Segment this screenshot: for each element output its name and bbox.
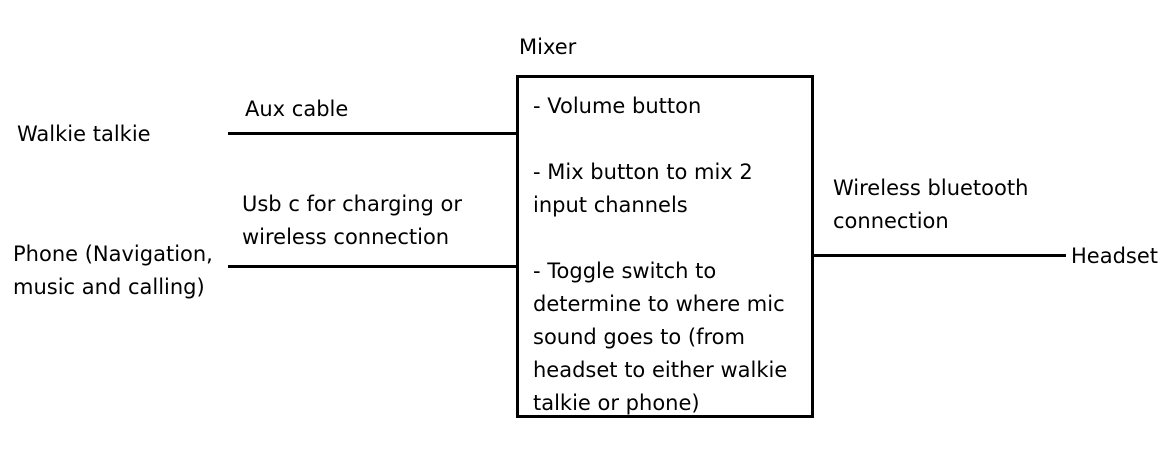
walkie-talkie-connector-line xyxy=(228,132,518,135)
headset-label: Headset xyxy=(1071,244,1159,268)
aux-cable-label: Aux cable xyxy=(245,97,349,121)
mixer-title: Mixer xyxy=(519,35,577,59)
phone-connector-line xyxy=(228,265,518,268)
phone-label-line2: music and calling) xyxy=(13,275,205,299)
feature-toggle-switch: - Toggle switch to determine to where mi… xyxy=(533,259,788,415)
feature-volume-button: - Volume button xyxy=(533,94,702,118)
feature-mix-button: - Mix button to mix 2 input channels xyxy=(533,160,753,217)
usb-c-label-line1: Usb c for charging or xyxy=(242,192,463,216)
mixer-box: - Volume button - Mix button to mix 2 in… xyxy=(516,75,814,418)
connection-diagram: Mixer - Volume button - Mix button to mi… xyxy=(13,35,1159,418)
bluetooth-label-line1: Wireless bluetooth xyxy=(833,176,1029,200)
bluetooth-label-line2: connection xyxy=(833,209,949,233)
headset-connector-line xyxy=(811,254,1066,257)
usb-c-label-line2: wireless connection xyxy=(242,225,450,249)
walkie-talkie-label: Walkie talkie xyxy=(17,122,151,146)
mixer-feature-list: - Volume button - Mix button to mix 2 in… xyxy=(533,90,787,453)
phone-label-line1: Phone (Navigation, xyxy=(13,242,213,266)
